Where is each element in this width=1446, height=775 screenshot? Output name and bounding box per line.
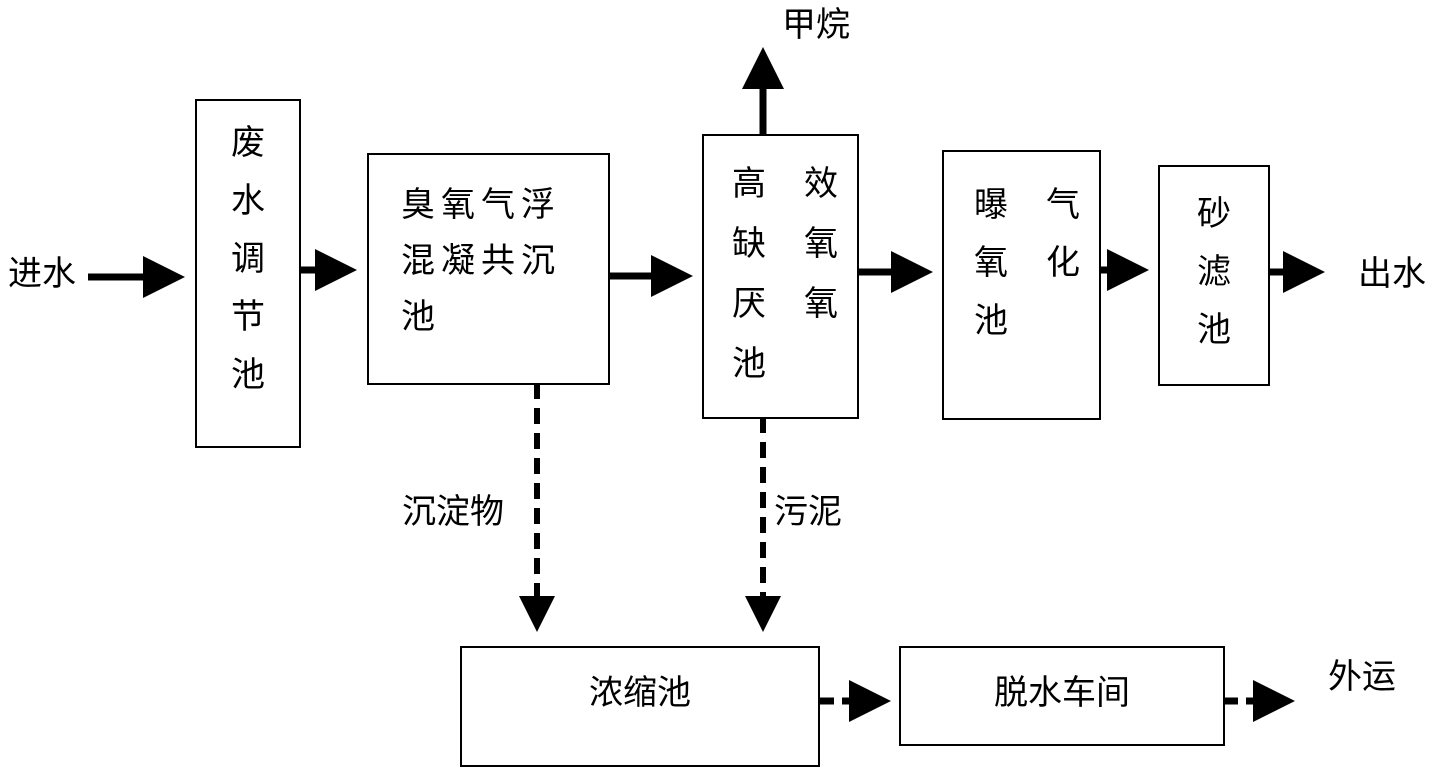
anaerobic-tank-char-2: 效	[804, 164, 838, 204]
ozone-flotation-tank: 臭氧气浮 混凝共沉 池	[367, 153, 610, 385]
inlet-label: 进水	[8, 254, 76, 294]
sand-filter-char-3: 池	[1197, 310, 1231, 350]
thickener-label: 浓缩池	[589, 673, 691, 713]
aeration-tank-char-2: 气	[1046, 185, 1080, 225]
ozone-tank-line-1: 臭氧气浮	[401, 185, 561, 225]
anaerobic-tank-char-4: 氧	[804, 224, 838, 264]
anaerobic-tank-char-5: 厌	[732, 284, 766, 324]
methane-label: 甲烷	[782, 5, 850, 45]
regulation-tank-char-3: 调	[231, 239, 265, 279]
regulation-tank-char-5: 池	[231, 355, 265, 395]
sand-filter-char-1: 砂	[1197, 194, 1231, 234]
aeration-tank-char-3: 氧	[974, 243, 1008, 283]
ozone-tank-line-3: 池	[401, 297, 441, 337]
anaerobic-tank: 高 效 缺 氧 厌 氧 池	[702, 134, 859, 419]
sludge-label: 污泥	[774, 492, 842, 532]
regulation-tank-char-2: 水	[231, 181, 265, 221]
regulation-tank-char-1: 废	[231, 123, 265, 163]
thickener-tank: 浓缩池	[460, 646, 820, 767]
aeration-tank-char-1: 曝	[974, 185, 1008, 225]
dewatering-label: 脱水车间	[994, 673, 1130, 713]
ozone-tank-line-2: 混凝共沉	[401, 241, 561, 281]
dewatering-workshop: 脱水车间	[899, 646, 1225, 746]
outlet-label: 出水	[1358, 254, 1426, 294]
aeration-tank: 曝 气 氧 化 池	[942, 150, 1101, 420]
transport-label: 外运	[1328, 657, 1396, 697]
regulation-tank: 废 水 调 节 池	[195, 99, 301, 448]
anaerobic-tank-char-7: 池	[732, 344, 766, 384]
anaerobic-tank-char-1: 高	[732, 164, 766, 204]
sand-filter-char-2: 滤	[1197, 252, 1231, 292]
sand-filter-tank: 砂 滤 池	[1158, 165, 1270, 386]
sediment-label: 沉淀物	[402, 492, 504, 532]
anaerobic-tank-char-3: 缺	[732, 224, 766, 264]
regulation-tank-char-4: 节	[231, 297, 265, 337]
aeration-tank-char-4: 化	[1046, 243, 1080, 283]
anaerobic-tank-char-6: 氧	[804, 284, 838, 324]
aeration-tank-char-5: 池	[974, 301, 1008, 341]
